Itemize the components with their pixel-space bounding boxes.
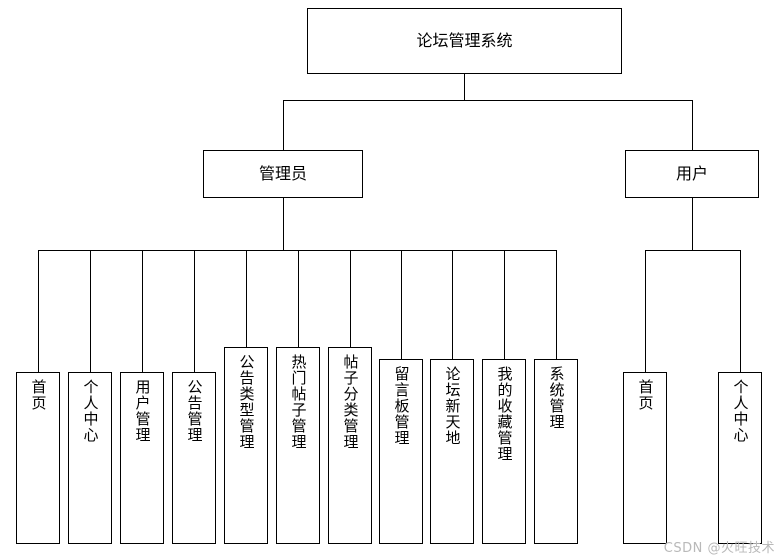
node-leaf-admin-1-label: 首页: [29, 379, 48, 411]
node-leaf-user-2-label: 个人中心: [731, 379, 750, 443]
node-leaf-admin-3-label: 用户管理: [133, 379, 152, 443]
node-leaf-admin-5: 公告类型管理: [224, 347, 268, 544]
connector-admin-child-11: [556, 250, 557, 372]
connector-admin-child-2: [90, 250, 91, 372]
node-leaf-admin-10: 我的收藏管理: [482, 359, 526, 544]
connector-admin-drop: [283, 100, 284, 150]
node-leaf-admin-4-label: 公告管理: [185, 379, 204, 443]
node-leaf-admin-5-label: 公告类型管理: [237, 354, 256, 450]
connector-admin-child-5: [246, 250, 247, 372]
connector-admin-child-10: [504, 250, 505, 372]
node-leaf-admin-2: 个人中心: [68, 372, 112, 544]
node-leaf-admin-4: 公告管理: [172, 372, 216, 544]
node-root: 论坛管理系统: [307, 8, 622, 74]
connector-admin-stem: [283, 198, 284, 250]
node-leaf-admin-7: 帖子分类管理: [328, 347, 372, 544]
connector-root-stem: [464, 74, 465, 100]
node-leaf-user-1: 首页: [623, 372, 667, 544]
connector-admin-child-6: [298, 250, 299, 372]
connector-user-child-1: [645, 250, 646, 372]
connector-admin-child-4: [194, 250, 195, 372]
node-leaf-user-1-label: 首页: [636, 379, 655, 411]
node-leaf-admin-8: 留言板管理: [379, 359, 423, 544]
connector-user-stem: [692, 198, 693, 250]
node-leaf-admin-1: 首页: [16, 372, 60, 544]
node-leaf-user-2: 个人中心: [718, 372, 762, 544]
connector-admin-child-3: [142, 250, 143, 372]
connector-admin-child-7: [350, 250, 351, 372]
node-leaf-admin-8-label: 留言板管理: [392, 366, 411, 446]
node-leaf-admin-6-label: 热门帖子管理: [289, 354, 308, 450]
connector-admin-child-1: [38, 250, 39, 372]
node-user-label: 用户: [675, 164, 708, 184]
node-leaf-admin-10-label: 我的收藏管理: [495, 366, 514, 462]
connector-level2-bus: [283, 100, 693, 101]
node-leaf-admin-11: 系统管理: [534, 359, 578, 544]
connector-user-drop: [692, 100, 693, 150]
node-leaf-admin-7-label: 帖子分类管理: [341, 354, 360, 450]
node-leaf-admin-9: 论坛新天地: [430, 359, 474, 544]
node-leaf-admin-9-label: 论坛新天地: [443, 366, 462, 446]
node-leaf-admin-6: 热门帖子管理: [276, 347, 320, 544]
node-admin-label: 管理员: [258, 164, 307, 184]
watermark: CSDN @火旺技术: [663, 541, 775, 556]
node-user: 用户: [625, 150, 759, 198]
connector-admin-child-9: [452, 250, 453, 372]
connector-user-bus: [645, 250, 740, 251]
node-leaf-admin-2-label: 个人中心: [81, 379, 100, 443]
node-root-label: 论坛管理系统: [416, 31, 513, 51]
node-leaf-admin-3: 用户管理: [120, 372, 164, 544]
connector-user-child-2: [740, 250, 741, 372]
node-leaf-admin-11-label: 系统管理: [547, 366, 566, 430]
connector-admin-child-8: [401, 250, 402, 372]
connector-admin-bus: [38, 250, 556, 251]
node-admin: 管理员: [203, 150, 363, 198]
